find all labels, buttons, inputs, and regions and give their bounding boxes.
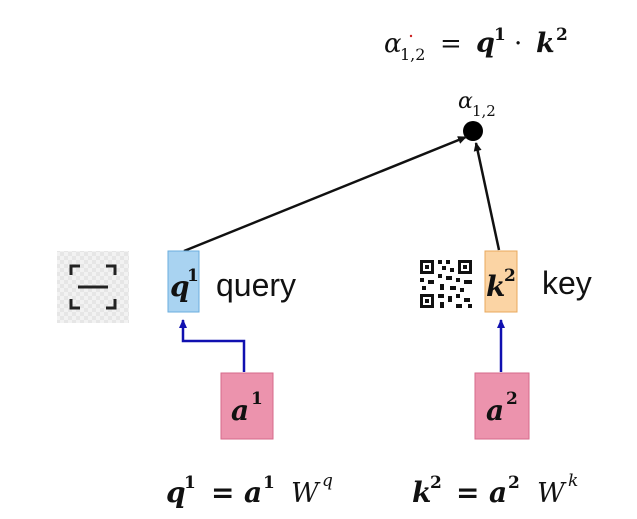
formula-right-a: a	[489, 476, 507, 509]
formula-right-w: W	[537, 478, 567, 509]
formula-left-w-superscript: q	[322, 471, 333, 491]
query-label: query	[216, 267, 296, 303]
key-box-symbol: k	[486, 270, 505, 303]
formula-left-a: a	[244, 476, 262, 509]
node-label: α 1,2	[458, 89, 496, 120]
qr-code-icon	[418, 258, 474, 310]
formula-left: q 1 = a 1 W q	[166, 471, 333, 509]
formula-right-equals: =	[456, 476, 479, 509]
top-formula-alpha-subscript: 1,2	[400, 45, 425, 64]
formula-right-a-superscript: 2	[508, 473, 520, 493]
key-box: k 2	[484, 250, 518, 313]
formula-right-lhs: k	[412, 476, 431, 509]
top-formula-k-superscript: 2	[556, 25, 568, 45]
formula-left-w: W	[291, 478, 321, 509]
input-left-to-query-arrow	[179, 319, 246, 372]
formula-left-a-superscript: 1	[263, 473, 275, 493]
input-box-right-superscript: 2	[506, 389, 518, 409]
top-formula-dot: ·	[514, 29, 522, 59]
top-formula-q-superscript: 1	[494, 25, 506, 45]
formula-right: k 2 = a 2 W k	[412, 471, 578, 509]
key-label: key	[542, 265, 592, 301]
query-box-superscript: 1	[187, 266, 199, 286]
key-to-node-arrow	[473, 142, 501, 251]
node-label-subscript: 1,2	[472, 102, 496, 120]
key-box-rect	[484, 250, 518, 313]
input-box-right-rect	[474, 372, 530, 440]
formula-left-lhs-superscript: 1	[184, 473, 196, 493]
query-to-node-arrow	[183, 135, 467, 253]
top-formula: α 1,2 = q 1 · k 2	[384, 25, 568, 64]
input-box-left-rect	[220, 372, 274, 440]
top-formula-k: k	[536, 28, 555, 59]
query-box-symbol: q	[170, 270, 190, 303]
formula-right-lhs-superscript: 2	[430, 473, 442, 493]
red-dot-mark	[409, 34, 413, 38]
input-box-left-symbol: a	[231, 394, 249, 427]
query-box-rect	[167, 250, 200, 313]
top-formula-q: q	[476, 28, 495, 59]
formula-left-lhs: q	[166, 476, 186, 509]
top-formula-equals: =	[440, 29, 462, 59]
node-label-alpha: α	[458, 89, 473, 114]
input-box-right-symbol: a	[486, 394, 504, 427]
formula-left-equals: =	[211, 476, 234, 509]
top-formula-alpha: α	[384, 29, 402, 59]
key-box-superscript: 2	[504, 266, 516, 286]
input-box-left-superscript: 1	[251, 389, 263, 409]
query-box: q 1	[167, 250, 200, 313]
alpha-output-node	[463, 121, 483, 141]
formula-right-w-superscript: k	[568, 471, 578, 491]
scan-icon	[57, 251, 129, 323]
input-box-right: a 2	[474, 372, 530, 440]
input-box-left: a 1	[220, 372, 274, 440]
